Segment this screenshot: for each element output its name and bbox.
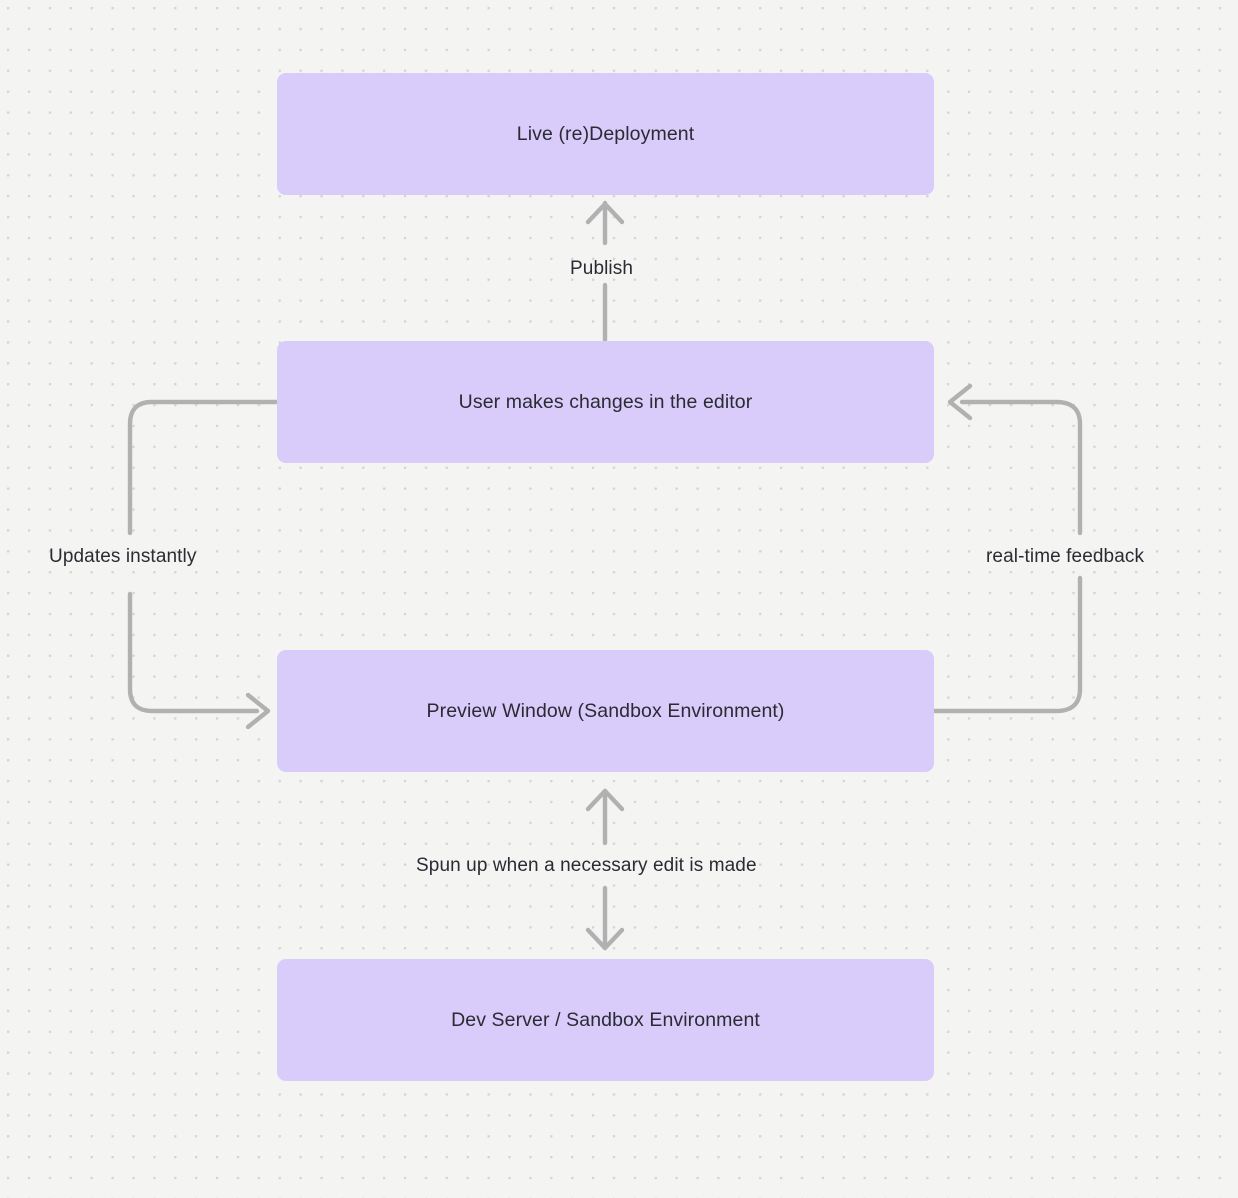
node-live-redeployment[interactable]: Live (re)Deployment [277,73,934,195]
edge-realtime-line-upper [959,399,1083,536]
edge-publish-arrowhead [585,201,625,225]
node-label-dev-server: Dev Server / Sandbox Environment [451,1008,760,1031]
edge-label-publish: Publish [570,258,634,279]
node-preview-window[interactable]: Preview Window (Sandbox Environment) [277,650,934,772]
edge-updates-line-upper [127,399,280,536]
node-label-preview-window: Preview Window (Sandbox Environment) [426,699,785,722]
edge-label-spun-up: Spun up when a necessary edit is made [416,855,757,876]
node-dev-server[interactable]: Dev Server / Sandbox Environment [277,959,934,1081]
edge-spunup-arrowhead-down [585,927,625,951]
edge-updates-line-lower [127,591,260,714]
edge-label-real-time-feedback: real-time feedback [986,546,1145,567]
edge-label-updates-instantly: Updates instantly [49,546,197,567]
node-label-live-redeployment: Live (re)Deployment [516,122,695,145]
edge-spunup-arrowhead-up [585,788,625,812]
node-label-user-makes-changes: User makes changes in the editor [458,390,753,413]
edge-realtime-line-lower [931,575,1083,714]
node-user-makes-changes[interactable]: User makes changes in the editor [277,341,934,463]
edge-realtime-arrowhead [947,383,973,421]
edge-updates-arrowhead [245,692,271,730]
